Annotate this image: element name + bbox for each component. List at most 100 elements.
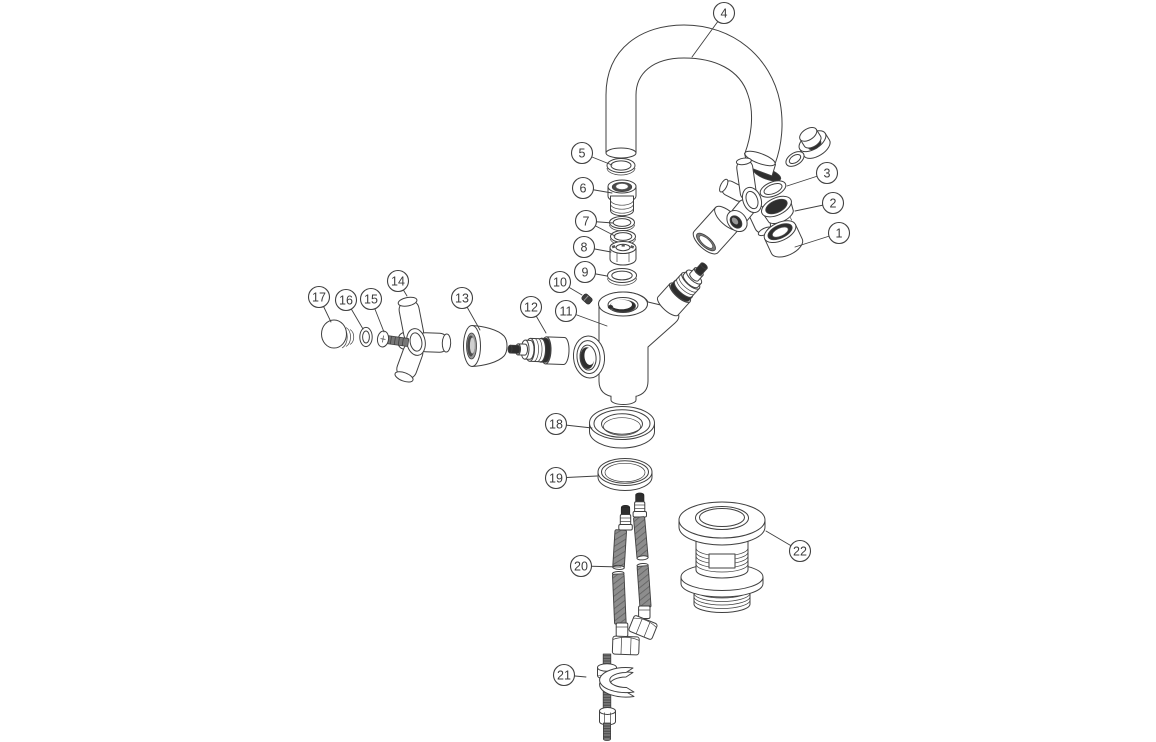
callout-circle-2 [821,191,845,215]
callout-20: 20 [569,554,622,578]
callout-circle-16 [334,288,358,312]
callout-number-21: 21 [557,669,571,683]
left-cartridge [507,336,570,365]
callout-circle-6 [571,176,595,200]
callout-number-10: 10 [553,276,567,290]
callout-number-4: 4 [721,7,728,21]
backnut-8 [609,241,637,266]
callout-22: 22 [765,530,812,563]
grub-screw-10 [581,293,593,305]
callout-number-15: 15 [364,293,378,307]
callout-18: 18 [544,412,593,436]
callout-number-13: 13 [455,292,469,306]
stud-nut [599,707,616,726]
callout-12: 12 [519,295,547,334]
fixing-kit [597,653,635,742]
callout-3: 3 [786,161,839,187]
cross-handle-14 [394,296,452,383]
aerator-washer [759,180,787,198]
horseshoe-plate [599,667,635,698]
callout-number-3: 3 [824,167,831,181]
waste-slot [708,553,736,569]
gasket-19 [597,458,653,491]
side-port-ring [572,335,606,379]
oring-9 [607,268,637,286]
callout-circle-4 [712,1,736,25]
artwork-layer [321,24,831,742]
callout-5: 5 [570,141,613,166]
callout-14: 14 [386,269,410,297]
callout-15: 15 [359,287,385,333]
callout-10: 10 [548,270,583,296]
spout-cap-washer [785,151,805,167]
spout-oring-5 [606,158,636,176]
hose-left [611,504,640,656]
callout-number-18: 18 [549,418,563,432]
callout-4: 4 [691,1,736,58]
callout-circle-19 [544,466,568,490]
callout-number-11: 11 [560,305,573,319]
callout-circle-22 [788,539,812,563]
callout-circle-15 [359,287,383,311]
callout-9: 9 [573,260,608,284]
right-handle [719,157,773,237]
callout-number-8: 8 [581,241,588,255]
callout-number-17: 17 [312,291,326,305]
handle-washer-16 [359,326,373,348]
callout-circle-20 [569,554,593,578]
callout-circle-13 [450,286,474,310]
callout-circle-21 [552,663,576,687]
callout-number-9: 9 [582,266,589,280]
basin-waste [678,501,766,613]
spout-retaining-cap [798,127,831,159]
callout-circle-8 [572,235,596,259]
callout-number-12: 12 [524,301,538,315]
callout-circle-12 [519,295,543,319]
spout-bush-6 [607,179,637,217]
callout-1: 1 [794,221,851,248]
callout-circle-14 [386,269,410,293]
callout-21: 21 [552,663,587,687]
callout-circle-9 [573,260,597,284]
callout-13: 13 [450,286,481,331]
callout-6: 6 [571,176,613,200]
tap-body [598,291,680,405]
callout-circle-3 [815,161,839,185]
callout-number-22: 22 [793,545,807,559]
washer-7a [609,216,635,232]
callout-17: 17 [307,285,332,323]
callout-circle-7 [574,209,598,233]
handle-shroud-13 [463,325,508,367]
stud-bottom [603,722,612,740]
callout-circle-18 [544,412,568,436]
callout-number-16: 16 [339,294,353,308]
callout-number-19: 19 [549,472,563,486]
callout-circle-17 [307,285,331,309]
aerator-housing [763,220,804,258]
callout-circle-10 [548,270,572,294]
hose-right [628,492,658,640]
callout-11: 11 [554,299,608,327]
callout-16: 16 [334,288,364,330]
callout-2: 2 [794,191,845,215]
callout-number-2: 2 [830,197,837,211]
callout-number-14: 14 [391,275,405,289]
callout-number-7: 7 [583,215,590,229]
callout-circle-1 [827,221,851,245]
callout-number-20: 20 [574,560,588,574]
callout-circle-5 [570,141,594,165]
base-ring-18 [589,406,655,449]
handle-screw-15 [376,330,410,348]
handle-cap-17 [321,319,355,349]
callout-19: 19 [544,466,598,490]
right-cartridge [656,262,708,317]
callout-circle-11 [554,299,578,323]
callout-number-1: 1 [836,227,843,241]
grub-screw-hole [607,304,614,310]
callout-8: 8 [572,235,612,259]
callout-number-6: 6 [580,182,587,196]
callout-7: 7 [574,209,616,237]
